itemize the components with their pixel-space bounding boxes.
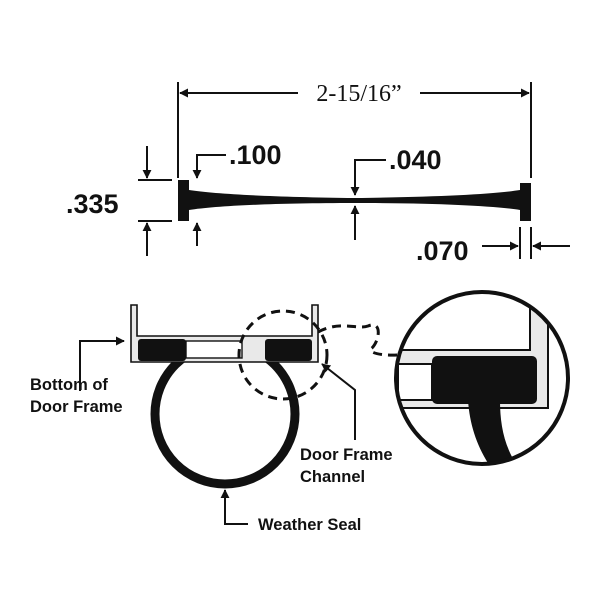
magnified-slot <box>397 363 433 401</box>
profile-right-end <box>520 183 531 221</box>
detail-ring <box>237 309 329 401</box>
profile-left-end <box>178 180 189 221</box>
profile-web <box>189 190 520 210</box>
flange-thickness-label: .070 <box>416 236 469 266</box>
weather-seal-bulb <box>150 339 300 489</box>
seal-tab-left <box>138 339 186 361</box>
overall-width-label: 2-15/16” <box>316 81 401 107</box>
web-thickness-leader-top <box>350 159 386 196</box>
callout-leader-channel <box>321 363 356 440</box>
web-thickness-label: .040 <box>389 145 442 175</box>
callout-door-frame-channel: Door Frame Channel <box>300 446 397 486</box>
channel-slot <box>185 340 243 359</box>
magnified-detail <box>396 292 568 464</box>
end-thickness-label: .100 <box>229 140 282 170</box>
installation-drawing: Bottom of Door Frame Door Frame Channel … <box>30 290 570 534</box>
callout-leader-door-frame <box>79 336 125 391</box>
magnified-detail-border <box>394 290 570 466</box>
callout-weather-seal: Weather Seal <box>258 516 361 534</box>
detail-connector <box>317 323 399 357</box>
callout-leader-weather-seal <box>220 489 248 525</box>
end-height-label: .335 <box>66 189 119 219</box>
seal-tab-right <box>265 339 312 361</box>
callout-bottom-of-door-frame: Bottom of Door Frame <box>30 376 123 416</box>
end-thickness-leader-top <box>192 154 226 179</box>
seal-profile-drawing: 2-15/16” .335 .100 .040 .070 <box>66 81 570 266</box>
magnified-seal-tab <box>432 356 537 404</box>
